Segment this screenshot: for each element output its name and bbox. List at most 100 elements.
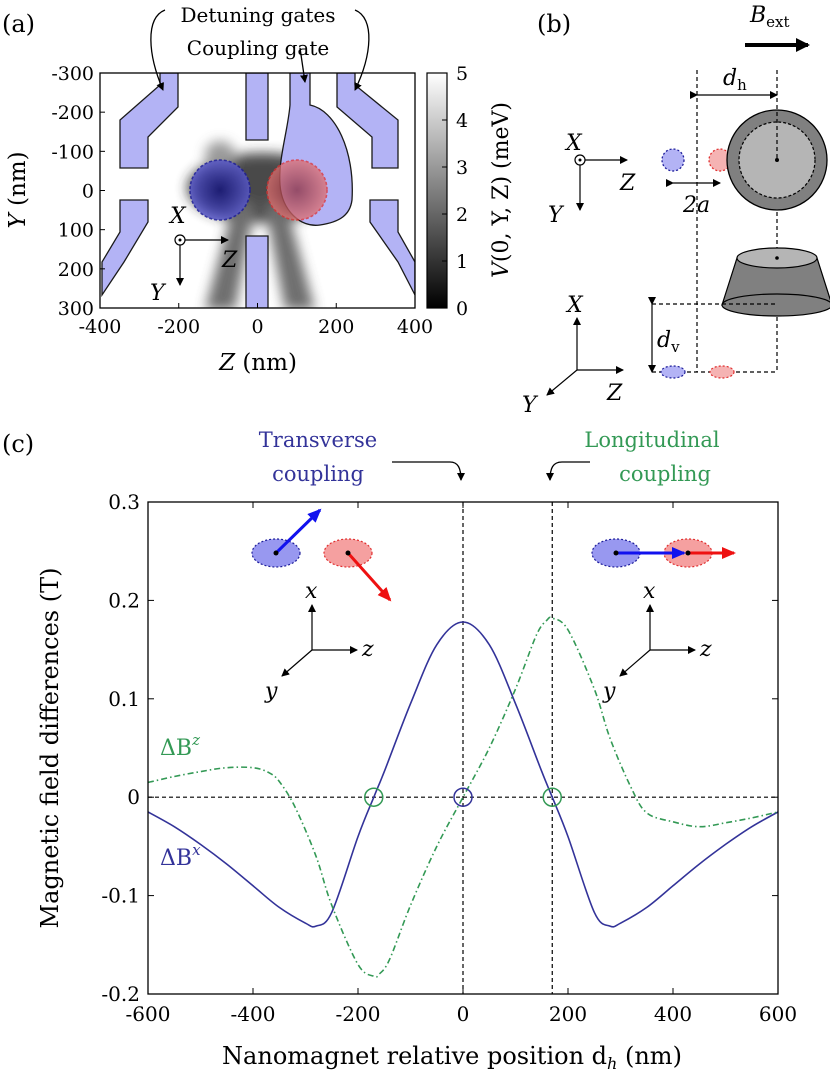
b-side-dot-left — [660, 365, 686, 379]
field-label: Bext — [749, 3, 790, 31]
x-axis-label: Nanomagnet relative position dh (nm) — [222, 1042, 682, 1073]
frame-a-x: X — [168, 204, 187, 229]
a-ytick-label: -300 — [51, 63, 94, 85]
series-label-bx: ΔBx — [160, 841, 201, 871]
plot-area — [148, 502, 778, 994]
annotation-transverse-2: coupling — [272, 462, 364, 486]
colorbar-ticks: 0 1 2 3 4 5 — [442, 63, 468, 320]
a-ytick-label: 0 — [82, 181, 94, 203]
frame-a-y: Y — [150, 281, 167, 306]
inset-left-z: z — [361, 637, 374, 662]
arrow-coupling — [299, 47, 308, 83]
two-a-label: 2a — [682, 193, 710, 218]
a-ytick-label: 200 — [58, 259, 94, 281]
panel-b-frame2: X Z Y — [522, 293, 624, 418]
a-ytick-label: -200 — [51, 102, 94, 124]
dot-right — [266, 159, 328, 221]
inset-frame-right: x z y — [602, 579, 712, 704]
b-side-dot-right — [709, 365, 735, 379]
frame-b1-z: Z — [619, 171, 636, 196]
y-tick-label: -0.2 — [101, 982, 140, 1006]
y-tick-label: 0.2 — [108, 588, 140, 612]
inset-right-y: y — [602, 679, 616, 704]
a-ytick-label: 300 — [58, 298, 94, 320]
y-tick-label: -0.1 — [101, 884, 140, 908]
arrow-detuning-left — [150, 9, 166, 91]
y-tick-label: 0.3 — [108, 490, 140, 514]
x-tick-label: -600 — [126, 1002, 171, 1026]
a-xtick-label: 200 — [318, 316, 354, 338]
panel-a-xlabel: Z (nm) — [218, 350, 297, 376]
y-tick-label: 0.1 — [108, 687, 140, 711]
x-tick-label: -400 — [231, 1002, 276, 1026]
x-tick-label: 200 — [549, 1002, 587, 1026]
colorbar — [426, 72, 448, 309]
annotation-longitudinal-2: coupling — [619, 462, 711, 486]
cbar-tick-label: 2 — [456, 204, 468, 226]
a-xtick-label: -400 — [79, 316, 122, 338]
x-tick-label: 0 — [457, 1002, 470, 1026]
a-ytick-label: 100 — [58, 220, 94, 242]
zero-crossing-marker — [542, 787, 562, 807]
y-tick-label: 0 — [127, 785, 140, 809]
frame-b2-z: Z — [606, 381, 623, 406]
annotation-coupling-gate: Coupling gate — [187, 36, 329, 60]
x-tick-label: 400 — [654, 1002, 692, 1026]
frame-b2-x: X — [565, 293, 584, 318]
cbar-tick-label: 0 — [456, 298, 468, 320]
series-line-bx — [148, 621, 778, 928]
x-tick-label: -200 — [336, 1002, 381, 1026]
series-label-bz: ΔBz — [160, 731, 200, 761]
frame-b1-x: X — [564, 131, 583, 156]
zero-crossing-marker — [453, 787, 473, 807]
dh-label: dh — [723, 66, 747, 94]
potential-map — [100, 73, 415, 308]
y-axis-ticks: -0.2 -0.1 0 0.1 0.2 0.3 — [101, 490, 778, 1006]
panel-b-frame1: X Z Y — [548, 131, 636, 228]
inset-right-z: z — [699, 637, 712, 662]
x-tick-label: 600 — [759, 1002, 797, 1026]
panel-a-ylabel: Y (nm) — [5, 151, 31, 228]
zero-crossing-markers — [364, 787, 562, 807]
inset-frame-left: x z y — [264, 579, 374, 704]
arrow-detuning-right — [354, 9, 370, 91]
panel-label-c: (c) — [2, 430, 34, 458]
panel-label-a: (a) — [2, 10, 35, 38]
colorbar-label: V(0, Y, Z) (meV) — [489, 102, 514, 278]
inset-left-x: x — [305, 579, 318, 604]
inset-left-y: y — [264, 679, 278, 704]
series-line-bz — [148, 616, 778, 978]
a-xtick-label: -200 — [157, 316, 200, 338]
zero-crossing-marker — [364, 787, 384, 807]
panel-a: (a) -40 — [2, 3, 514, 376]
a-xtick-label: 400 — [397, 316, 433, 338]
frame-b1-y: Y — [548, 203, 565, 228]
cbar-tick-label: 1 — [456, 251, 468, 273]
annotation-detuning-gates: Detuning gates — [181, 3, 336, 27]
panel-b: (b) Bext X Z Y 2a dh — [522, 3, 830, 418]
cbar-tick-label: 5 — [456, 63, 468, 85]
cbar-tick-label: 3 — [456, 157, 468, 179]
panel-a-y-ticks: -300 -200 -100 0 100 200 300 — [51, 63, 105, 320]
cbar-tick-label: 4 — [456, 110, 468, 132]
panel-c: (c) Transverse coupling Longitudinal cou… — [2, 428, 797, 1073]
magnet-center — [775, 158, 779, 162]
frame-b2-y: Y — [522, 393, 539, 418]
annotation-longitudinal-1: Longitudinal — [584, 428, 719, 452]
arrow-transverse — [392, 461, 465, 481]
a-ytick-label: -100 — [51, 141, 94, 163]
arrow-longitudinal — [546, 461, 590, 481]
b-dot-left — [661, 148, 685, 172]
magnet-side — [721, 247, 830, 317]
panel-a-frame-axes: X Z Y — [150, 204, 238, 306]
frame-a-z: Z — [221, 248, 238, 273]
annotation-transverse-1: Transverse — [259, 428, 377, 452]
x-axis-ticks: -600 -400 -200 0 200 400 600 — [126, 502, 797, 1026]
inset-longitudinal — [591, 538, 736, 568]
dot-left — [189, 159, 251, 221]
dv-label: dv — [657, 328, 680, 356]
inset-transverse — [251, 508, 392, 602]
panel-label-b: (b) — [537, 10, 571, 38]
